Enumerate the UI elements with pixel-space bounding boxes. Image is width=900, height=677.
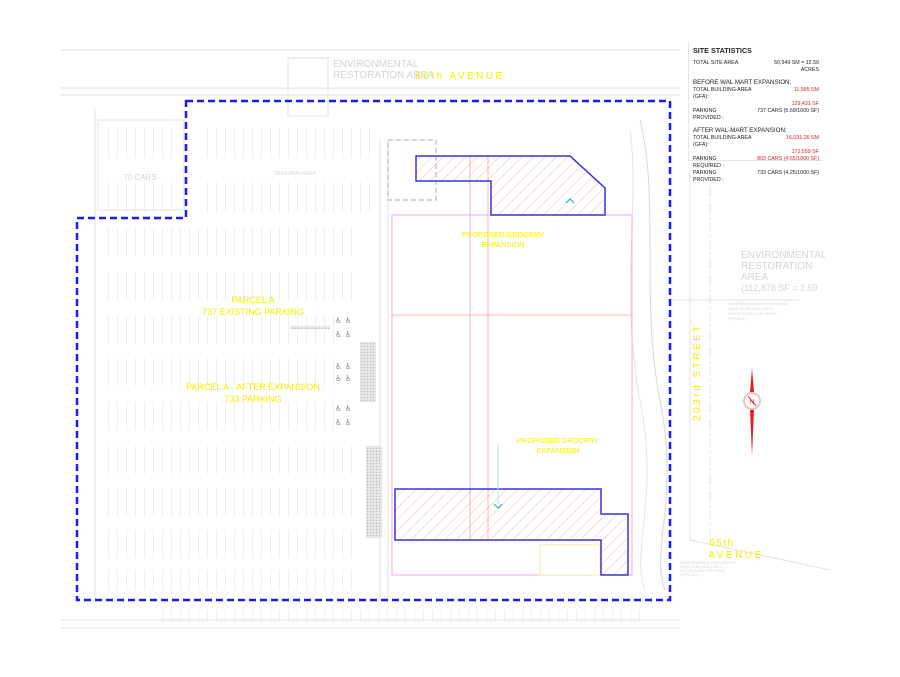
env-fence-note: ENVIRONMENTAL RESTORATION AREA TO BE ENC…	[728, 302, 789, 321]
stats-value: 50,949 SM = 12.59 ACRES	[774, 60, 819, 73]
street-65th-line1: 65th	[709, 538, 734, 549]
svg-text:♿ ♿: ♿ ♿	[335, 330, 352, 339]
svg-text:(TYPICAL): (TYPICAL)	[680, 573, 697, 577]
stats-row-before-gfa: TOTAL BUILDING AREA (GFA): 11,995 SM	[693, 87, 823, 101]
env-north-label: ENVIRONMENTAL	[333, 59, 419, 70]
parcel-existing-label: PARCEL A	[231, 295, 274, 305]
parcel-existing-label: 737 EXISTING PARKING	[202, 307, 304, 317]
stats-value: 172,559 SF	[791, 149, 819, 155]
stats-after-heading: AFTER WAL-MART EXPANSION:	[693, 127, 787, 134]
stats-label: PARKING REQUIRED :	[693, 156, 724, 169]
stats-value: 737 CARS (5.69/1000 SF)	[757, 108, 819, 114]
accessible-parking-icons: ♿ ♿ ♿ ♿ ♿ ♿ ♿ ♿ ♿ ♿ ♿ ♿	[335, 316, 352, 427]
env-east-label: ENVIRONMENTAL	[741, 250, 827, 261]
env-east-label: (112,878 SF = 2.59	[741, 283, 818, 293]
leader-arrow-icon	[565, 198, 575, 204]
stats-label: TOTAL BUILDING AREA (GFA):	[693, 87, 752, 100]
parcel-after-label: PARCEL A - AFTER EXPANSION	[186, 382, 320, 392]
svg-text:WITH A CHAIN LINK FENCE: WITH A CHAIN LINK FENCE	[680, 569, 726, 573]
grocery-top-label: EXPANSION	[481, 240, 524, 249]
proposed-expansion-north	[415, 155, 606, 216]
street-203rd: 203rd STREET	[692, 323, 703, 421]
stats-before-heading: BEFORE WAL MART EXPANSION:	[693, 79, 792, 86]
compass-label: N	[749, 399, 754, 406]
stats-value: 16,031.26 SM	[786, 135, 819, 141]
svg-text:AREA TO BE ENCLOSED: AREA TO BE ENCLOSED	[728, 307, 773, 311]
site-statistics-panel: SITE STATISTICS TOTAL SITE AREA 50,949 S…	[688, 42, 823, 183]
env-north-label: RESTORATION AREA	[333, 70, 434, 81]
street-66th-avenue: 66th AVENUE	[415, 71, 505, 82]
stats-value: 733 CARS (4.25/1000 SF)	[757, 170, 819, 176]
stats-label: TOTAL SITE AREA	[693, 60, 739, 66]
stats-title: SITE STATISTICS	[693, 46, 752, 55]
seasonal-area-label: SEASONAL AREA	[274, 171, 316, 177]
env-east-label: RESTORATION	[741, 261, 812, 272]
north-arrow-icon	[743, 368, 761, 456]
parcel-after-label: 733 PARKING	[224, 394, 281, 404]
stats-value: 803 CARS (4.65/1000 SF)	[757, 156, 819, 162]
svg-text:AREA TO BE ENCLOSED: AREA TO BE ENCLOSED	[680, 565, 721, 569]
svg-text:(TYPICAL): (TYPICAL)	[728, 317, 747, 321]
cars-70-label: 70 CARS	[123, 173, 156, 182]
svg-text:♿ ♿: ♿ ♿	[335, 316, 352, 325]
stats-row-after-parking-provided: PARKING PROVIDED : 733 CARS (4.25/1000 S…	[693, 170, 823, 184]
stats-row-before-parking: PARKING PROVIDED : 737 CARS (5.69/1000 S…	[693, 108, 823, 122]
env-east-label: AREA	[741, 272, 769, 283]
stats-row-after-gfa-sf: 172,559 SF	[693, 149, 823, 156]
stats-row-before-gfa-sf: 129,431 SF	[693, 101, 823, 108]
grocery-top-label: PROPOSED GROCERY	[462, 230, 544, 239]
svg-text:♿ ♿: ♿ ♿	[335, 374, 352, 383]
grocery-bottom-label: PROPOSED GROCERY	[517, 436, 599, 445]
stats-row-after-parking-required: PARKING REQUIRED : 803 CARS (4.65/1000 S…	[693, 156, 823, 170]
svg-text:ENVIRONMENTAL RESTORATION: ENVIRONMENTAL RESTORATION	[680, 561, 736, 565]
svg-text:♿ ♿: ♿ ♿	[335, 404, 352, 413]
stats-label: PARKING PROVIDED :	[693, 108, 724, 121]
svg-text:♿ ♿: ♿ ♿	[335, 418, 352, 427]
svg-text:♿ ♿: ♿ ♿	[335, 362, 352, 371]
existing-outbuilding	[387, 139, 437, 201]
stats-value: 129,431 SF	[791, 101, 819, 107]
stats-row-after-gfa: TOTAL BUILDING AREA (GFA): 16,031.26 SM	[693, 135, 823, 149]
env-fence-note-south: ENVIRONMENTAL RESTORATION AREA TO BE ENC…	[680, 561, 736, 577]
site-boundary	[75, 99, 672, 602]
svg-text:WITH A CHAIN LINK FENCE: WITH A CHAIN LINK FENCE	[728, 312, 778, 316]
parking-stalls	[100, 128, 640, 622]
stats-label: TOTAL BUILDING AREA (GFA):	[693, 135, 752, 148]
leader-arrow-icon	[493, 503, 503, 509]
stats-row-total-area: TOTAL SITE AREA 50,949 SM = 12.59 ACRES	[693, 60, 823, 74]
proposed-expansion-south	[394, 488, 629, 576]
stats-label: PARKING PROVIDED :	[693, 170, 724, 183]
existing-building	[391, 155, 633, 576]
svg-text:ENVIRONMENTAL RESTORATION: ENVIRONMENTAL RESTORATION	[728, 302, 789, 306]
street-65th-line2: AVENUE	[708, 550, 763, 561]
grocery-bottom-label: EXPANSION	[536, 446, 579, 455]
stats-value: 11,995 SM	[793, 87, 819, 93]
